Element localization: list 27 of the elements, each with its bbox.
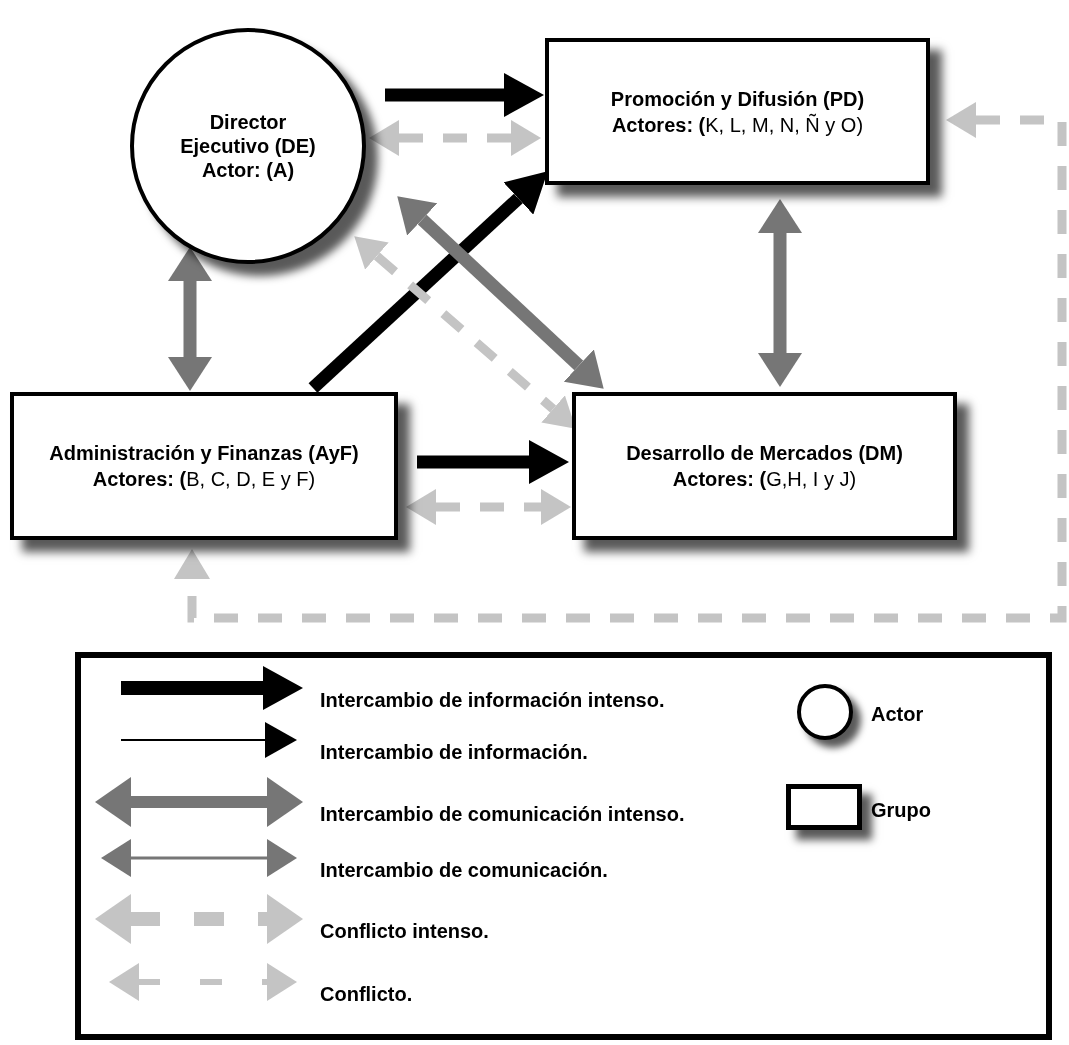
dashed-arrow: [406, 489, 571, 525]
arrow: [397, 196, 604, 389]
legend-label: Intercambio de comunicación.: [320, 858, 608, 882]
arrow: [385, 73, 544, 117]
legend-label: Actor: [871, 702, 924, 726]
node-title: Promoción y Difusión (PD): [610, 86, 865, 111]
actor-list: Actor: (A): [201, 158, 295, 182]
legend-label: Conflicto intenso.: [320, 919, 489, 943]
node-title: Director Ejecutivo (DE): [179, 110, 317, 158]
legend-label: Intercambio de comunicación intenso.: [320, 802, 685, 826]
legend-label: Intercambio de información intenso.: [320, 688, 665, 712]
group-box: [572, 392, 957, 540]
arrow: [168, 247, 212, 391]
actor-list: Actores: (K, L, M, N, Ñ y O): [611, 112, 864, 137]
arrow: [417, 440, 569, 484]
group-box: [545, 38, 930, 185]
arrow: [758, 199, 802, 387]
legend-label: Grupo: [871, 798, 931, 822]
node-title: Desarrollo de Mercados (DM): [626, 441, 903, 465]
dashed-arrow: [369, 120, 541, 156]
legend-label: Conflicto.: [320, 982, 413, 1006]
node-title: Administración y Finanzas (AyF): [49, 441, 359, 465]
legend-label: Intercambio de información.: [320, 740, 588, 764]
group-box: [10, 392, 398, 540]
dashed-arrow: [174, 102, 1067, 623]
actor-list: Actores: (G,H, I y J): [672, 467, 857, 491]
actor-list: Actores: (B, C, D, E y F): [92, 467, 316, 491]
